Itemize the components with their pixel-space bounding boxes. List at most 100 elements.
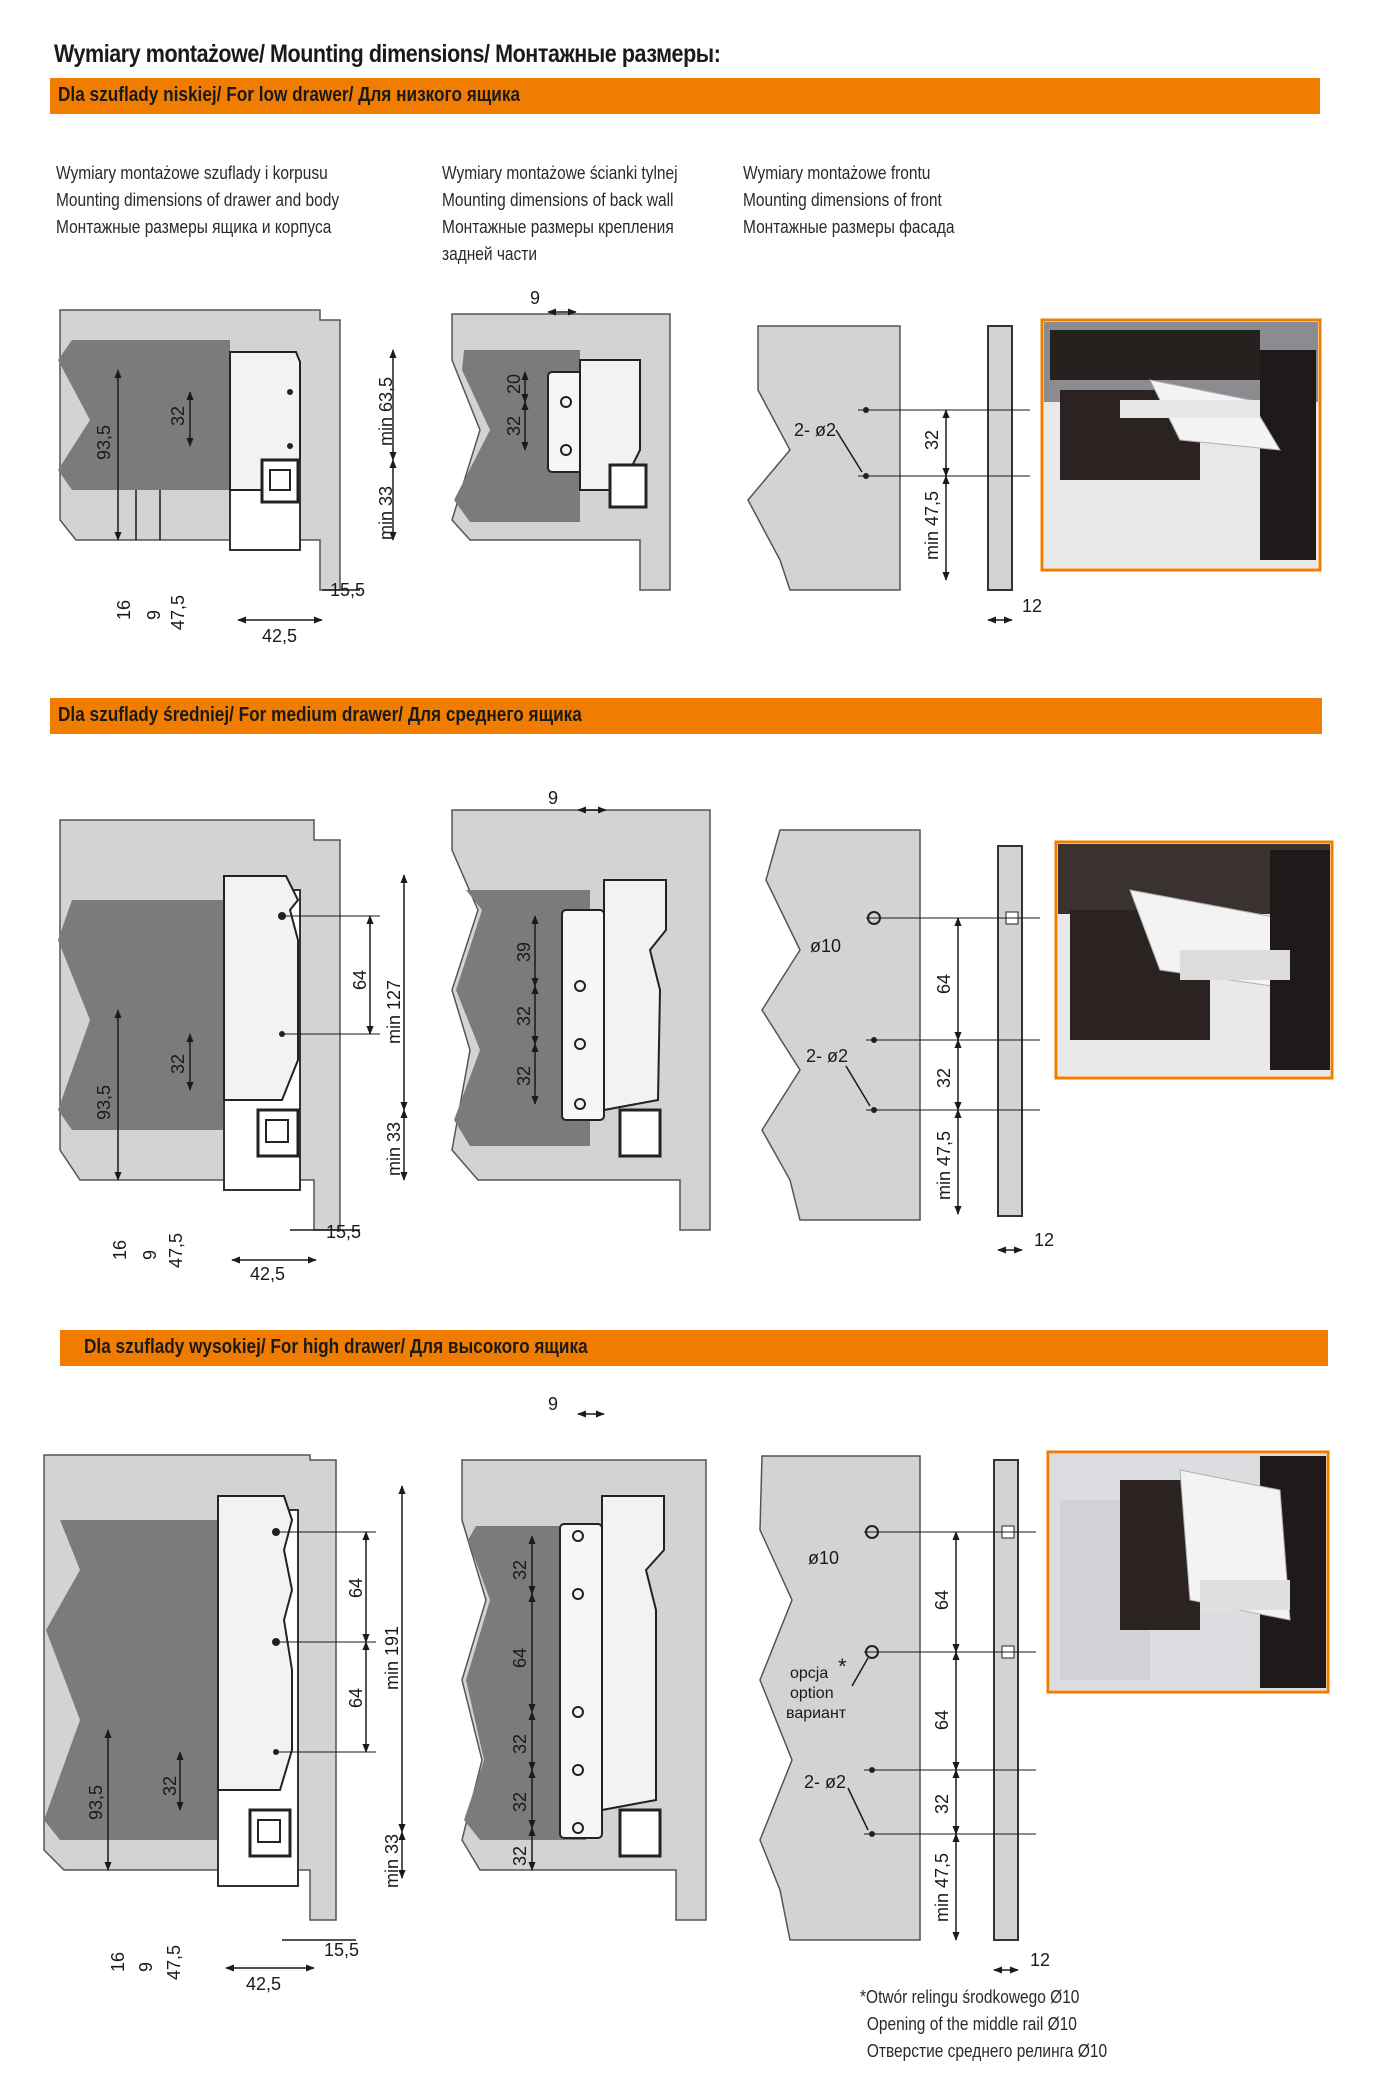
footnote-line: Opening of the middle rail Ø10 — [866, 2014, 1077, 2034]
dim-med-d7: 9 — [140, 1250, 160, 1260]
label-med-hole: 2- ø2 — [806, 1046, 848, 1066]
side-view-medium: 93,5 32 64 min 127 min 33 16 9 47,5 15,5… — [58, 819, 408, 1284]
section-header-low-text: Dla szuflady niskiej/ For low drawer/ Дл… — [58, 84, 521, 106]
footnote: *Otwór relingu środkowego Ø10 Opening of… — [860, 1984, 1107, 2065]
text-line: Wymiary montażowe ścianki tylnej — [442, 163, 678, 183]
dim-med-back-top: 9 — [548, 788, 558, 808]
dim-high-d8: 9 — [136, 1962, 156, 1972]
dim-high-d3: 64 — [346, 1578, 366, 1598]
dim-low-back-b: 32 — [504, 416, 524, 436]
dim-med-d8: 47,5 — [166, 1233, 186, 1268]
dim-high-d6: min 33 — [382, 1834, 402, 1888]
dim-med-d10: 42,5 — [250, 1264, 285, 1284]
dim-high-back-b: 64 — [510, 1648, 530, 1668]
text-line: Mounting dimensions of front — [743, 190, 942, 210]
dim-high-d4: 64 — [346, 1688, 366, 1708]
dim-low-d4: min 33 — [376, 486, 396, 540]
section-header-medium-text: Dla szuflady średniej/ For medium drawer… — [58, 704, 582, 726]
label-low-hole: 2- ø2 — [794, 420, 836, 440]
text-line: Wymiary montażowe frontu — [743, 163, 931, 183]
dim-high-d5: min 191 — [382, 1626, 402, 1690]
dim-high-back-e: 32 — [510, 1846, 530, 1866]
dim-high-front-a: 64 — [932, 1590, 952, 1610]
dim-med-d1: 93,5 — [94, 1085, 114, 1120]
side-view-high: 93,5 32 64 64 min 191 min 33 16 9 47,5 1… — [43, 1454, 406, 1994]
dim-low-d7: 47,5 — [168, 595, 188, 630]
dim-med-front-c: min 47,5 — [934, 1131, 954, 1200]
dim-high-front-d: min 47,5 — [932, 1853, 952, 1922]
dim-high-back-a: 32 — [510, 1560, 530, 1580]
text-line: Монтажные размеры фасада — [743, 217, 955, 237]
dim-med-front-t: 12 — [1034, 1230, 1054, 1250]
dim-low-d8: 15,5 — [330, 580, 365, 600]
text-line: задней части — [442, 244, 538, 264]
dim-med-d4: min 127 — [384, 980, 404, 1044]
page-title: Wymiary montażowe/ Mounting dimensions/ … — [54, 40, 721, 68]
dim-high-back-d: 32 — [510, 1792, 530, 1812]
dim-high-d7: 16 — [108, 1952, 128, 1972]
footnote-line: Отверстие среднего релинга Ø10 — [866, 2041, 1108, 2061]
text-line: Mounting dimensions of back wall — [442, 190, 674, 210]
front-view-low: 2- ø2 32 min 47,5 12 — [747, 325, 1042, 624]
dim-low-d3: min 63,5 — [376, 377, 396, 446]
label-med-hole10: ø10 — [810, 936, 841, 956]
label-high-option-ru: вариант — [786, 1705, 847, 1722]
label-high-star: * — [838, 1654, 847, 1679]
dim-low-back-a: 20 — [504, 374, 524, 394]
text-line: Wymiary montażowe szuflady i korpusu — [56, 163, 328, 183]
dim-high-d11: 42,5 — [246, 1974, 281, 1994]
back-view-low: 9 20 32 — [451, 288, 671, 591]
front-view-medium: ø10 2- ø2 64 32 min 47,5 12 — [761, 829, 1054, 1254]
dim-low-d2: 32 — [168, 406, 188, 426]
diagram-high: 93,5 32 64 64 min 191 min 33 16 9 47,5 1… — [43, 1394, 1330, 1994]
dim-low-front-t: 12 — [1022, 596, 1042, 616]
dim-high-d10: 15,5 — [324, 1940, 359, 1960]
front-view-high: ø10 opcja option вариант * 2- ø2 64 64 3… — [759, 1455, 1050, 1974]
photo-medium-drawer — [1054, 840, 1334, 1080]
footnote-line: *Otwór relingu środkowego Ø10 — [860, 1987, 1080, 2007]
dim-high-front-t: 12 — [1030, 1950, 1050, 1970]
label-high-option-en: option — [790, 1685, 834, 1702]
section-header-high: Dla szuflady wysokiej/ For high drawer/ … — [60, 1330, 1328, 1366]
dim-med-back-b: 32 — [514, 1006, 534, 1026]
column-text-front: Wymiary montażowe frontu Mounting dimens… — [743, 160, 954, 241]
dim-med-d2: 32 — [168, 1054, 188, 1074]
column-text-back-wall: Wymiary montażowe ścianki tylnej Mountin… — [442, 160, 678, 268]
dim-high-front-c: 32 — [932, 1794, 952, 1814]
dim-high-front-b: 64 — [932, 1710, 952, 1730]
dim-low-back-top: 9 — [530, 288, 540, 308]
section-header-medium: Dla szuflady średniej/ For medium drawer… — [50, 698, 1322, 734]
side-view-low: 93,5 32 min 63,5 min 33 16 9 47,5 15,5 4… — [58, 309, 397, 646]
dim-high-d2: 32 — [160, 1776, 180, 1796]
dim-med-front-a: 64 — [934, 974, 954, 994]
label-high-option-pl: opcja — [790, 1665, 828, 1682]
back-view-medium: 9 39 32 32 — [451, 788, 711, 1231]
dim-med-back-c: 32 — [514, 1066, 534, 1086]
dim-med-d6: 16 — [110, 1240, 130, 1260]
dim-high-d1: 93,5 — [86, 1785, 106, 1820]
label-high-hole: 2- ø2 — [804, 1772, 846, 1792]
dim-low-d1: 93,5 — [94, 425, 114, 460]
text-line: Монтажные размеры ящика и корпуса — [56, 217, 332, 237]
dim-low-d6: 9 — [144, 610, 164, 620]
diagram-low: 93,5 32 min 63,5 min 33 16 9 47,5 15,5 4… — [58, 288, 1322, 646]
dim-high-back-c: 32 — [510, 1734, 530, 1754]
dim-med-d3: 64 — [350, 970, 370, 990]
dim-low-front-b: min 47,5 — [922, 491, 942, 560]
back-view-high: 9 32 64 32 32 32 — [461, 1394, 707, 1921]
dim-low-d9: 42,5 — [262, 626, 297, 646]
dim-med-d9: 15,5 — [326, 1222, 361, 1242]
diagram-medium: 93,5 32 64 min 127 min 33 16 9 47,5 15,5… — [58, 788, 1334, 1284]
dim-low-front-a: 32 — [922, 430, 942, 450]
dim-high-d9: 47,5 — [164, 1945, 184, 1980]
section-header-low: Dla szuflady niskiej/ For low drawer/ Дл… — [50, 78, 1320, 114]
dim-med-back-a: 39 — [514, 942, 534, 962]
label-high-hole10: ø10 — [808, 1548, 839, 1568]
dim-med-front-b: 32 — [934, 1068, 954, 1088]
section-header-high-text: Dla szuflady wysokiej/ For high drawer/ … — [84, 1336, 588, 1358]
dim-med-d5: min 33 — [384, 1122, 404, 1176]
dim-high-back-top: 9 — [548, 1394, 558, 1414]
photo-high-drawer — [1046, 1450, 1330, 1694]
dim-low-d5: 16 — [114, 600, 134, 620]
photo-low-drawer — [1040, 318, 1322, 572]
